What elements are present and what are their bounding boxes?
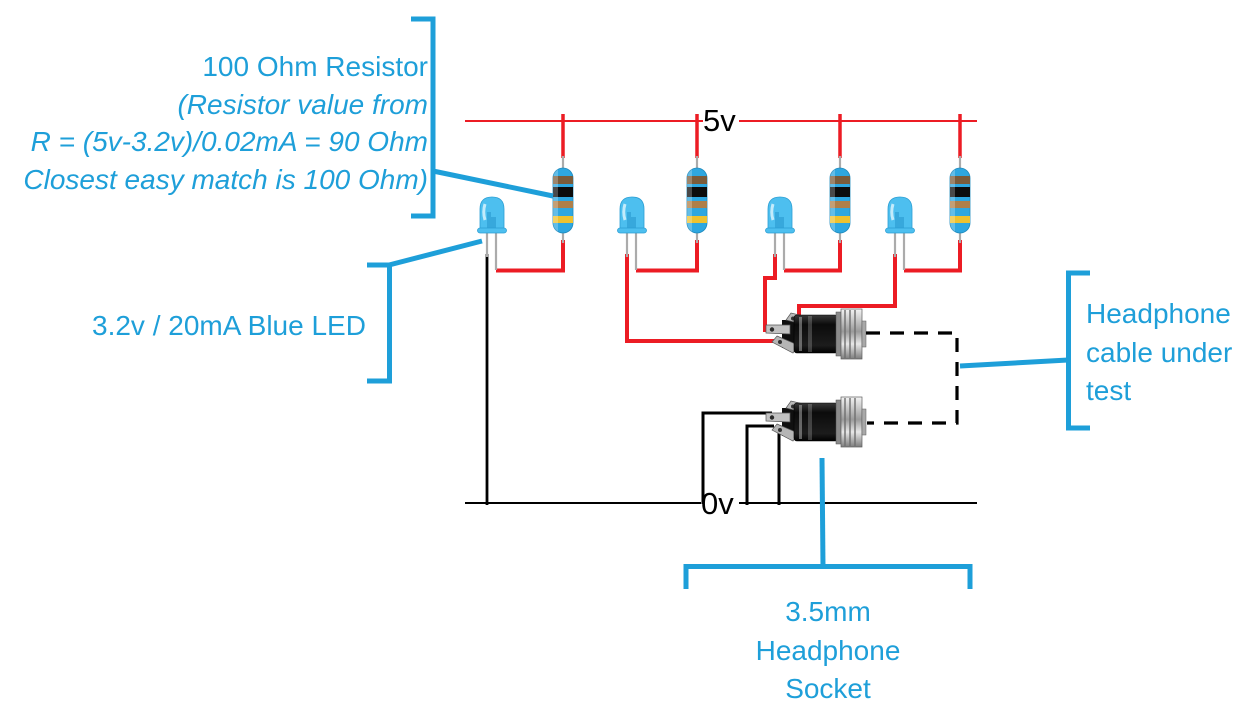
resistor-icon-1	[553, 168, 573, 233]
rail-5v-label: 5v	[703, 103, 736, 138]
pointer-led-note	[388, 238, 483, 268]
wire-led4-to-socket	[797, 254, 897, 319]
annotation-line: test	[1086, 375, 1132, 406]
wire-led3-to-socket	[763, 254, 777, 332]
led-annotation: 3.2v / 20mA Blue LED	[92, 310, 366, 341]
annotation-line: 3.5mm	[785, 596, 871, 627]
bracket-socket-note	[683, 564, 973, 589]
pointer-resistor-note	[432, 168, 554, 199]
annotation-line: Headphone	[755, 634, 901, 666]
resistor-icon-4	[950, 168, 970, 233]
headphone-socket-icon-top	[765, 308, 867, 360]
wires-resistor-to-led	[496, 240, 962, 273]
rail-0v-label: 0v	[701, 486, 734, 521]
annotation-line: cable under	[1086, 336, 1233, 368]
socket-annotation: 3.5mm Headphone Socket	[690, 593, 966, 704]
led-icon-1	[476, 195, 508, 235]
bracket-led-note	[367, 262, 392, 384]
wire-led2-to-socket	[625, 254, 782, 343]
dashed-cable-under-test	[866, 331, 959, 425]
annotation-line: R = (5v-3.2v)/0.02mA = 90 Ohm	[30, 126, 428, 157]
led-legs	[485, 230, 906, 270]
annotation-line: 100 Ohm Resistor	[202, 51, 428, 82]
bracket-cable-note	[1066, 270, 1090, 431]
pointer-cable-note	[959, 357, 1069, 369]
headphone-socket-icon-bottom	[765, 396, 867, 448]
pointer-socket-note	[819, 457, 826, 568]
resistor-icon-2	[687, 168, 707, 233]
wires-socket-to-0v	[701, 411, 781, 505]
led-icon-4	[884, 195, 916, 235]
callout-brackets	[367, 16, 1090, 589]
bracket-resistor-note	[411, 16, 436, 219]
annotation-line: Closest easy match is 100 Ohm)	[23, 163, 428, 195]
annotation-line: Socket	[785, 673, 871, 704]
cable-annotation: Headphone cable under test	[1086, 295, 1232, 411]
wires-5v-drops	[561, 114, 962, 158]
resistor-icon-3	[830, 168, 850, 233]
led-icon-2	[616, 195, 648, 235]
annotation-line: Headphone	[1086, 298, 1231, 329]
annotation-line: (Resistor value from	[177, 88, 428, 120]
resistor-annotation: 100 Ohm Resistor (Resistor value from R …	[23, 48, 428, 198]
led-icon-3	[764, 195, 796, 235]
